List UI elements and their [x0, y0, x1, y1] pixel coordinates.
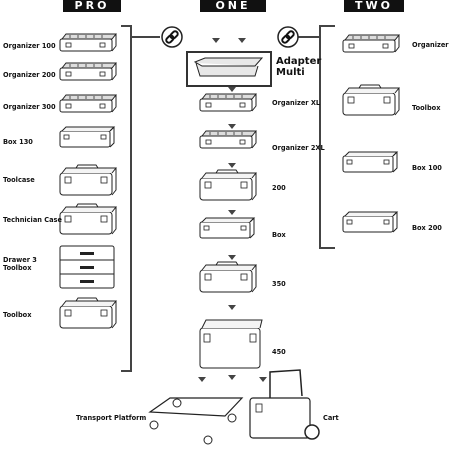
label-box-130: Box 130	[3, 138, 33, 146]
label-drawer-3-toolbox: Drawer 3 Toolbox	[3, 256, 37, 272]
organizer-300-image	[59, 94, 117, 113]
arrow-down-icon	[228, 375, 236, 380]
box-100-image	[342, 151, 398, 173]
transport-platform-image	[148, 397, 244, 445]
organizer-100-image	[59, 33, 117, 52]
two-bracket	[319, 25, 335, 249]
arrow-down-icon	[228, 255, 236, 260]
two-toolbox-image	[342, 84, 400, 116]
arrow-down-icon	[228, 87, 236, 92]
label-technician-case: Technician Case	[3, 216, 62, 224]
label-toolcase: Toolcase	[3, 176, 35, 184]
label-organizer-100: Organizer 100	[3, 42, 56, 50]
label-adapter-multi: Adapter Multi	[276, 56, 322, 78]
arrow-down-icon	[198, 377, 206, 382]
cart-image	[249, 369, 320, 440]
label-box-100: Box 100	[412, 164, 442, 172]
arrow-down-icon	[238, 38, 246, 43]
label-organizer-200: Organizer 200	[3, 71, 56, 79]
toolcase-image	[59, 164, 117, 196]
label-box: Box	[272, 231, 286, 239]
label-transport-platform: Transport Platform	[76, 414, 147, 422]
label-450: 450	[272, 348, 286, 356]
arrow-down-icon	[228, 163, 236, 168]
label-200: 200	[272, 184, 286, 192]
header-pro: PRO	[63, 0, 121, 12]
arrow-down-icon	[228, 124, 236, 129]
organizer-200-image	[59, 62, 117, 81]
adapter-multi-image	[193, 57, 264, 77]
box-130-image	[59, 126, 115, 148]
arrow-down-icon	[228, 305, 236, 310]
pro-bracket	[121, 25, 132, 372]
label-two-toolbox: Toolbox	[412, 104, 441, 112]
label-cart: Cart	[323, 414, 339, 422]
box-200-image-two	[342, 211, 398, 233]
organizer-2xl-image	[199, 130, 257, 149]
label-organizer-xl: Organizer XL	[272, 99, 321, 107]
label-toolbox: Toolbox	[3, 311, 32, 319]
header-two: TWO	[344, 0, 404, 12]
technician-case-image	[59, 203, 117, 235]
drawer-3-toolbox-image	[59, 245, 115, 289]
arrow-down-icon	[259, 377, 267, 382]
box-200-image	[199, 169, 257, 201]
label-350: 350	[272, 280, 286, 288]
box-450-image	[199, 319, 263, 369]
label-organizer: Organizer	[412, 41, 449, 49]
organizer-xl-image	[199, 93, 257, 112]
two-organizer-image	[342, 34, 400, 53]
link-icon	[277, 26, 299, 48]
label-box-200: Box 200	[412, 224, 442, 232]
arrow-down-icon	[212, 38, 220, 43]
header-one: ONE	[200, 0, 266, 12]
toolbox-image	[59, 297, 117, 329]
box-350-image	[199, 261, 257, 293]
arrow-down-icon	[228, 210, 236, 215]
box-image	[199, 217, 255, 239]
label-organizer-2xl: Organizer 2XL	[272, 144, 325, 152]
label-organizer-300: Organizer 300	[3, 103, 56, 111]
link-icon	[161, 26, 183, 48]
